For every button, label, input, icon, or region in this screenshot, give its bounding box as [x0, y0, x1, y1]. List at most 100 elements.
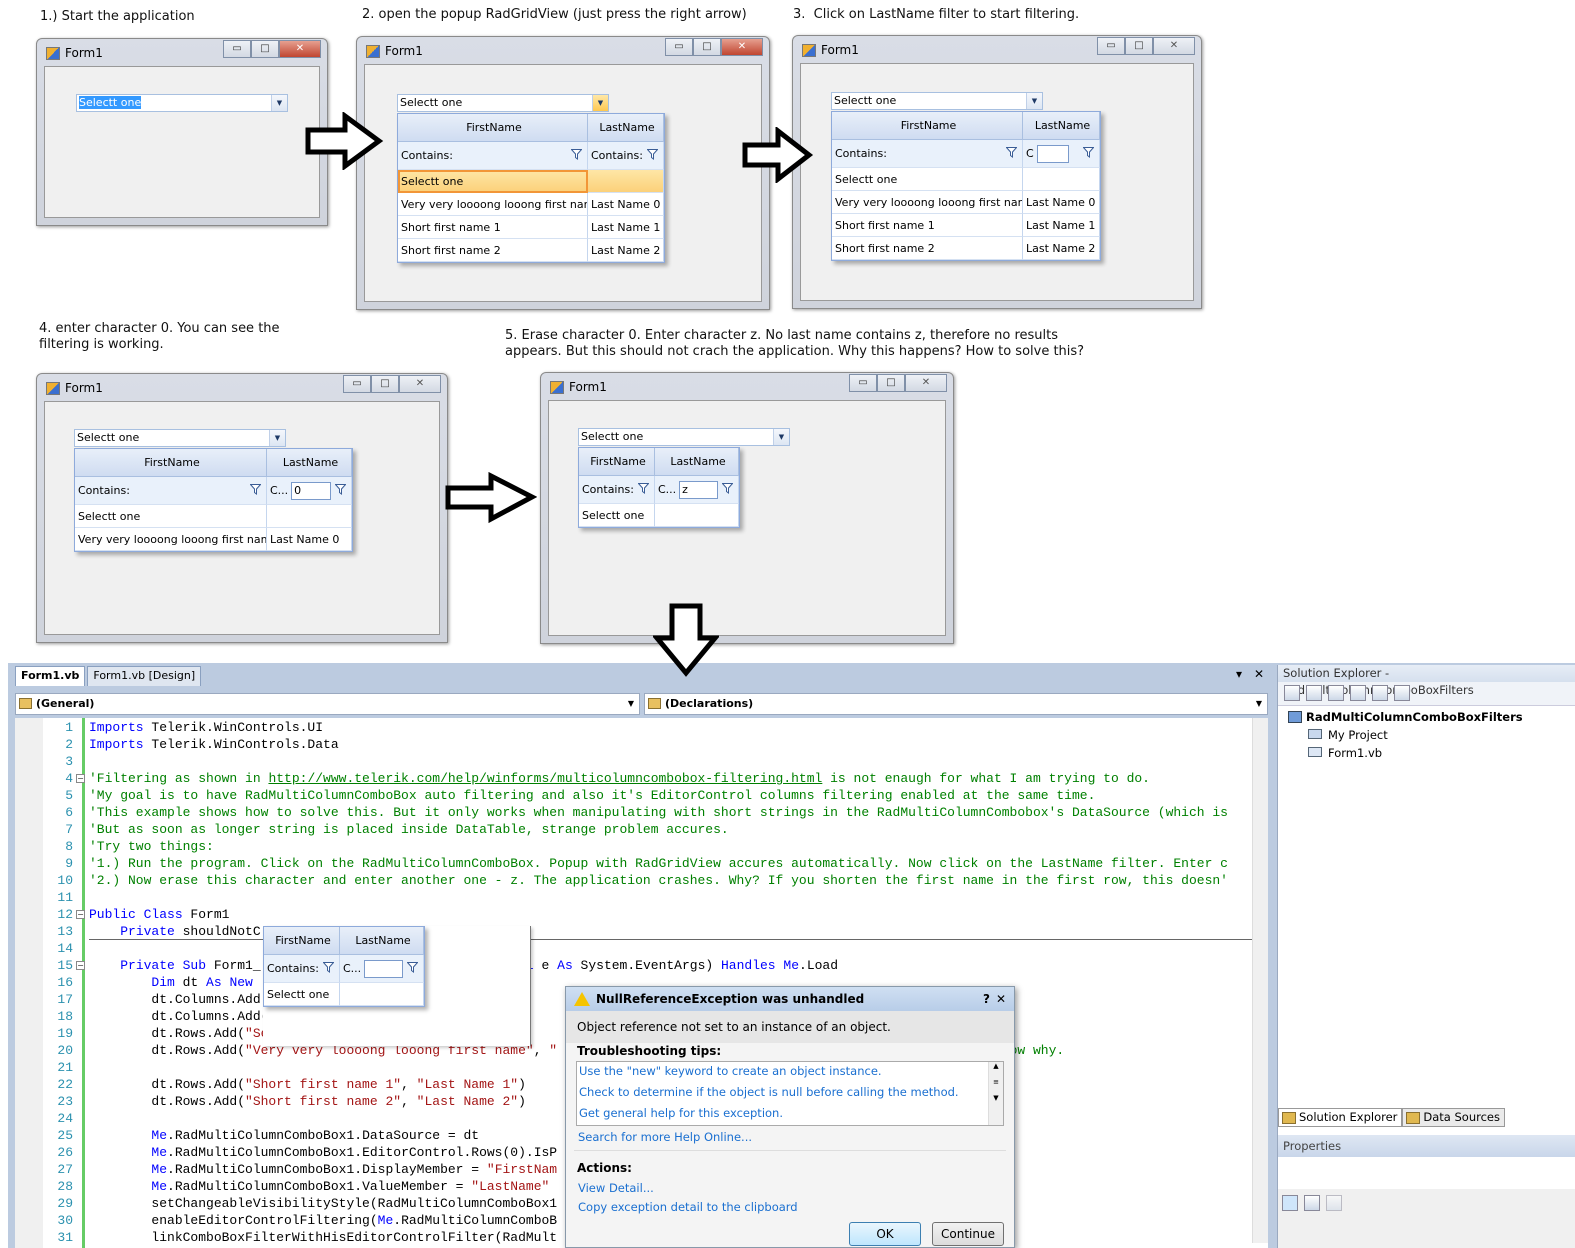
filter-funnel-icon[interactable] [637, 483, 650, 494]
help-button[interactable]: ? [983, 992, 990, 1006]
filter-input[interactable]: z [679, 480, 719, 499]
grid-row[interactable]: Selectt one [75, 505, 352, 528]
column-header-lastname[interactable]: LastName [340, 927, 424, 955]
filter-funnel-icon[interactable] [570, 149, 583, 160]
multicolumn-combobox[interactable]: Selectt one▼ [831, 92, 1043, 110]
tree-item-form1[interactable]: Form1.vb [1308, 746, 1382, 760]
filter-funnel-icon[interactable] [1005, 147, 1018, 158]
refresh-icon[interactable] [1328, 685, 1344, 701]
copy-detail-link[interactable]: Copy exception detail to the clipboard [578, 1200, 798, 1214]
ok-button[interactable]: OK [849, 1222, 921, 1246]
column-header-firstname[interactable]: FirstName [579, 448, 655, 476]
tab-data-sources[interactable]: Data Sources [1402, 1108, 1505, 1127]
column-header-firstname[interactable]: FirstName [832, 112, 1023, 140]
tip-link[interactable]: Check to determine if the object is null… [579, 1085, 959, 1099]
filter-input[interactable]: 0 [291, 481, 332, 500]
tree-item-my-project[interactable]: My Project [1308, 728, 1388, 742]
multicolumn-combobox[interactable]: Selectt one▼ [76, 94, 288, 112]
alphabetical-icon[interactable] [1304, 1195, 1320, 1211]
filter-cell[interactable]: Contains: [398, 142, 588, 170]
filter-cell[interactable]: Contains: [588, 142, 664, 170]
close-document-icon[interactable]: ✕ [1254, 667, 1265, 681]
grid-row[interactable]: Selectt one [264, 983, 424, 1006]
close-button[interactable]: ✕ [279, 40, 321, 58]
tab-solution-explorer[interactable]: Solution Explorer [1278, 1108, 1403, 1127]
close-button[interactable]: ✕ [905, 374, 947, 392]
column-header-firstname[interactable]: FirstName [75, 449, 267, 477]
maximize-button[interactable]: □ [877, 374, 905, 392]
code-vertical-scrollbar[interactable] [1252, 718, 1268, 1243]
filter-cell[interactable]: Contains: [579, 476, 655, 504]
filter-cell[interactable]: Contains: [264, 955, 340, 983]
view-detail-link[interactable]: View Detail... [578, 1181, 654, 1195]
search-help-link[interactable]: Search for more Help Online... [578, 1130, 753, 1144]
tab-form1-design[interactable]: Form1.vb [Design] [87, 666, 202, 686]
grid-row[interactable]: Selectt one [832, 168, 1100, 191]
multicolumn-combobox[interactable]: Selectt one▼ [578, 428, 790, 446]
minimize-button[interactable]: ▭ [849, 374, 877, 392]
multicolumn-combobox[interactable]: Selectt one▼ [397, 94, 609, 112]
properties-icon[interactable] [1284, 685, 1300, 701]
filter-funnel-icon[interactable] [1082, 147, 1095, 158]
column-header-firstname[interactable]: FirstName [264, 927, 340, 955]
column-header-lastname[interactable]: LastName [588, 114, 664, 142]
filter-cell[interactable]: C...z [655, 476, 739, 504]
column-header-lastname[interactable]: LastName [1023, 112, 1100, 140]
tip-link[interactable]: Use the "new" keyword to create an objec… [579, 1064, 882, 1078]
filter-funnel-icon[interactable] [249, 484, 262, 495]
maximize-button[interactable]: □ [371, 375, 399, 393]
filter-funnel-icon[interactable] [322, 962, 335, 973]
view-code-icon[interactable] [1350, 685, 1366, 701]
continue-button[interactable]: Continue [932, 1222, 1004, 1246]
general-dropdown[interactable]: (General)▼ [15, 693, 640, 715]
multicolumn-combobox[interactable]: Selectt one▼ [74, 429, 286, 447]
filter-input[interactable] [1036, 144, 1069, 163]
window-position-icon[interactable]: ▾ [1236, 667, 1243, 681]
filter-funnel-icon[interactable] [646, 149, 659, 160]
properties-object-selector[interactable] [1278, 1157, 1575, 1189]
maximize-button[interactable]: □ [251, 40, 279, 58]
show-all-files-icon[interactable] [1306, 685, 1322, 701]
filter-cell[interactable]: C...0 [267, 477, 352, 505]
filter-cell[interactable]: C... [340, 955, 424, 983]
property-pages-icon[interactable] [1326, 1195, 1342, 1211]
filter-cell[interactable]: C [1023, 140, 1100, 168]
chevron-down-icon[interactable]: ▼ [269, 430, 285, 446]
close-button[interactable]: ✕ [995, 992, 1006, 1006]
column-header-lastname[interactable]: LastName [655, 448, 739, 476]
declarations-dropdown[interactable]: (Declarations)▼ [644, 693, 1268, 715]
tip-link[interactable]: Get general help for this exception. [579, 1106, 783, 1120]
grid-row[interactable]: Selectt one [579, 504, 739, 527]
filter-cell[interactable]: Contains: [75, 477, 267, 505]
maximize-button[interactable]: □ [1125, 37, 1153, 55]
column-header-lastname[interactable]: LastName [267, 449, 352, 477]
fold-toggle-icon[interactable]: − [76, 774, 85, 783]
close-button[interactable]: ✕ [721, 38, 763, 56]
filter-funnel-icon[interactable] [334, 484, 347, 495]
close-button[interactable]: ✕ [1153, 37, 1195, 55]
tree-project[interactable]: RadMultiColumnComboBoxFilters [1288, 710, 1523, 724]
minimize-button[interactable]: ▭ [1097, 37, 1125, 55]
tips-scrollbar[interactable]: ▲≡▼ [988, 1062, 1003, 1125]
minimize-button[interactable]: ▭ [665, 38, 693, 56]
chevron-down-icon[interactable]: ▼ [1026, 93, 1042, 109]
filter-funnel-icon[interactable] [721, 483, 734, 494]
class-diagram-icon[interactable] [1394, 685, 1410, 701]
filter-cell[interactable]: Contains: [832, 140, 1023, 168]
maximize-button[interactable]: □ [693, 38, 721, 56]
minimize-button[interactable]: ▭ [343, 375, 371, 393]
view-designer-icon[interactable] [1372, 685, 1388, 701]
fold-toggle-icon[interactable]: − [76, 961, 85, 970]
filter-funnel-icon[interactable] [406, 962, 419, 973]
chevron-down-icon[interactable]: ▼ [773, 429, 789, 445]
chevron-down-icon[interactable]: ▼ [271, 95, 287, 111]
minimize-button[interactable]: ▭ [223, 40, 251, 58]
filter-input[interactable] [364, 959, 404, 978]
chevron-down-icon[interactable]: ▼ [592, 95, 608, 111]
